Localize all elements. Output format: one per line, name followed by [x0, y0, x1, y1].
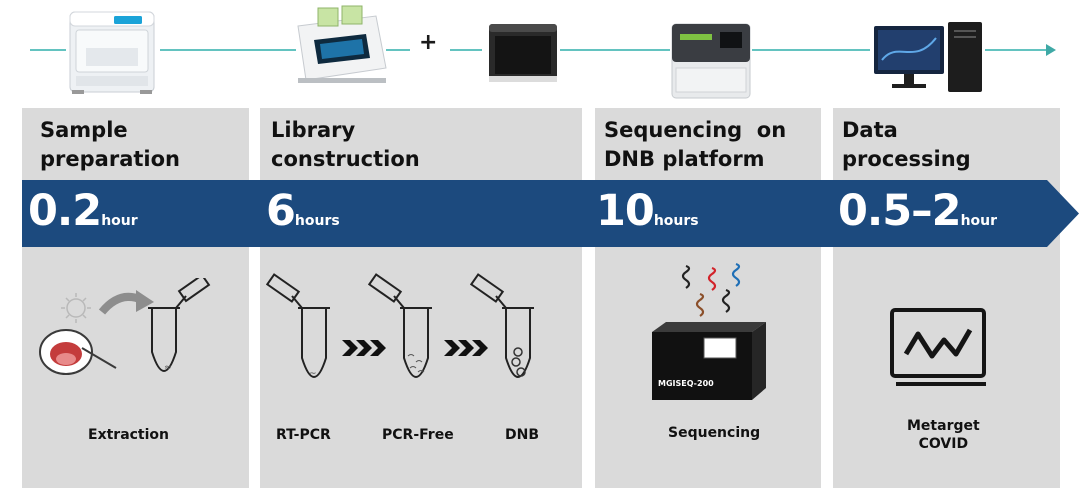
- caption-extraction: Extraction: [88, 427, 170, 443]
- timeline-line-2: [160, 49, 296, 51]
- sequencer-model-label: MGISEQ-200: [658, 379, 714, 388]
- pcr-free-tube-icon: [368, 273, 432, 378]
- rt-pcr-tube-icon: ~: [266, 273, 330, 379]
- caption-metarget-covid: Metarget COVID: [907, 418, 980, 452]
- timeline-line-4: [450, 49, 482, 51]
- time-sequencing: 10hours: [596, 186, 699, 236]
- caption-sequencing: Sequencing: [668, 425, 761, 441]
- caption-dnb: DNB: [505, 427, 540, 443]
- panel-library-construction: [260, 108, 582, 488]
- panel-sequencing: [595, 108, 821, 488]
- timeline-line-5: [560, 49, 670, 51]
- panel-data-processing: [833, 108, 1060, 488]
- caption-pcr-free: PCR-Free: [382, 427, 454, 443]
- svg-text:~: ~: [309, 369, 317, 379]
- monitor-chart-icon: [890, 308, 986, 386]
- dnb-tube-icon: [470, 273, 534, 378]
- time-band-arrow: [22, 180, 1079, 247]
- timeline-line-7: [985, 49, 1047, 51]
- sequencer-instrument-icon: [671, 23, 751, 99]
- svg-text:≈: ≈: [164, 363, 172, 373]
- dna-nanoball-icon: [681, 262, 741, 317]
- computer-workstation-icon: [874, 22, 982, 92]
- chevrons-icon-1: [342, 340, 386, 356]
- plus-sign: +: [419, 30, 438, 55]
- time-sample-preparation: 0.2hour: [28, 186, 138, 236]
- time-data-processing: 0.5–2hour: [838, 186, 998, 236]
- timeline-line-6: [752, 49, 870, 51]
- chevrons-icon-2: [444, 340, 488, 356]
- mgiseq-sequencer-icon: MGISEQ-200: [652, 322, 766, 400]
- timeline-line-1: [30, 49, 66, 51]
- timeline-arrow-icon: [1046, 44, 1056, 56]
- time-library-construction: 6hours: [266, 186, 340, 236]
- extraction-instrument-icon: [69, 11, 155, 94]
- dnb-maker-instrument-icon: [489, 24, 557, 82]
- pcr-instrument-icon: [297, 5, 387, 83]
- caption-rt-pcr: RT-PCR: [276, 427, 331, 443]
- timeline-line-3: [386, 49, 410, 51]
- sample-swab-icon: ≈: [39, 278, 211, 375]
